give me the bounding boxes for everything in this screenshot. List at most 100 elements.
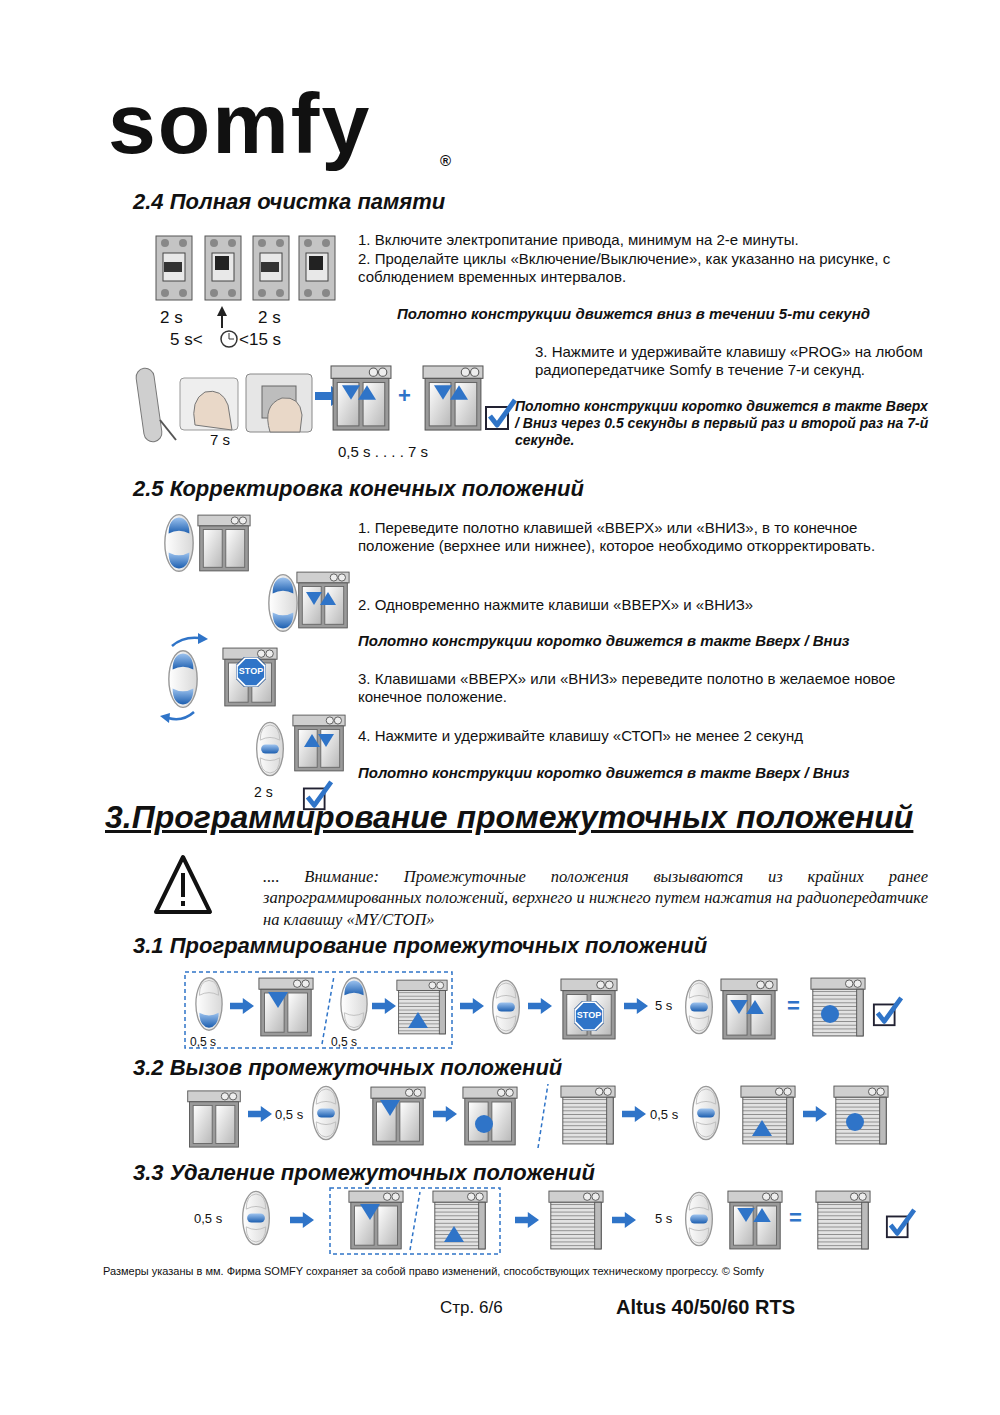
icon-brk xyxy=(253,236,289,300)
icon-rM xyxy=(313,1086,340,1139)
section-heading: 2.5 Корректировка конечных положений xyxy=(133,476,753,502)
warning-text: .... Внимание: Промежуточные положения в… xyxy=(263,866,928,930)
icon-shut xyxy=(834,1086,888,1144)
icon-shut xyxy=(397,980,447,1034)
logo-text: somfy xyxy=(108,80,468,166)
icon-shut xyxy=(816,1191,870,1249)
icon-stop xyxy=(236,657,266,687)
icon-win xyxy=(293,715,345,771)
equals-sign: = xyxy=(789,1205,809,1231)
equals-sign: = xyxy=(787,993,807,1019)
icon-win xyxy=(331,366,391,430)
icon-shut xyxy=(741,1086,795,1144)
drawing-rect xyxy=(135,367,163,443)
drawing-line xyxy=(160,420,176,440)
section-heading: 3.1 Программирование промежуточных полож… xyxy=(133,933,853,959)
icon-triD xyxy=(306,592,322,605)
icon-triU xyxy=(408,1012,428,1028)
icon-triD xyxy=(434,385,452,399)
step-text: 1. Переведите полотно клавишей «ВВЕРХ» и… xyxy=(358,519,928,555)
icon-arr xyxy=(612,1212,636,1228)
icon-win xyxy=(349,1191,403,1249)
time-label: 2 s xyxy=(160,308,200,328)
drawing-line xyxy=(229,339,234,340)
icon-win xyxy=(423,366,483,430)
icon-win xyxy=(371,1087,425,1145)
icon-arr xyxy=(803,1106,827,1122)
drawing-rect xyxy=(180,378,238,430)
drawing-path xyxy=(172,638,200,646)
icon-triD xyxy=(730,1000,748,1014)
drawing-rect xyxy=(309,256,323,270)
step-text: 1. Включите электропитание привода, мини… xyxy=(358,231,933,249)
stop-label: STOP xyxy=(236,666,266,677)
drawing-rect xyxy=(330,1188,500,1254)
icon-triD xyxy=(360,1204,380,1220)
time-label: <15 s xyxy=(239,330,299,350)
drawing-line xyxy=(322,976,334,1044)
time-label: 2 s xyxy=(258,308,298,328)
drawing-line xyxy=(229,333,230,339)
time-label: 0,5 s xyxy=(650,1107,690,1123)
icon-win xyxy=(297,572,349,628)
icon-rM xyxy=(243,1191,270,1244)
icon-arr xyxy=(248,1106,272,1122)
icon-triU xyxy=(358,385,376,399)
icon-shut xyxy=(811,978,865,1036)
icon-check xyxy=(887,1210,914,1237)
icon-check xyxy=(486,400,515,429)
drawing-path xyxy=(194,391,232,430)
icon-brk xyxy=(156,236,192,300)
icon-check xyxy=(874,998,901,1025)
step-text: 3. Клавишами «ВВЕРХ» или «ВНИЗ» переведи… xyxy=(358,670,923,706)
time-label: 2 s xyxy=(254,784,288,801)
icon-triU xyxy=(444,1226,464,1242)
trademark: ® xyxy=(440,152,462,170)
icon-rM xyxy=(257,722,284,775)
icon-brk xyxy=(299,236,335,300)
icon-win xyxy=(188,1091,241,1147)
time-label: 7 s xyxy=(210,431,250,449)
icon-triU xyxy=(320,592,336,605)
icon-win xyxy=(721,979,777,1039)
icon-arr xyxy=(290,1212,314,1228)
drawing-polygon xyxy=(217,306,227,316)
drawing-circle xyxy=(475,1115,493,1133)
icon-triD xyxy=(318,734,334,747)
icon-triD xyxy=(380,1100,400,1116)
drawing-circle xyxy=(821,1005,839,1023)
icon-rD xyxy=(196,978,222,1031)
time-label: 0,5 s xyxy=(194,1211,234,1227)
drawing-rect xyxy=(164,262,182,272)
icon-arr xyxy=(515,1212,539,1228)
drawing-circle xyxy=(846,1113,864,1131)
step-text: 2. Одновременно нажмите клавиши «ВВЕРХ» … xyxy=(358,596,923,614)
step-text: 3. Нажмите и удерживайте клавишу «PROG» … xyxy=(535,343,930,379)
time-label: 0,5 s . . . . 7 s xyxy=(338,443,488,461)
time-label: 0,5 s xyxy=(331,1035,371,1049)
drawing-polygon xyxy=(156,857,210,912)
drawing-rect xyxy=(246,374,312,432)
time-label: 0,5 s xyxy=(275,1107,315,1123)
icon-arr xyxy=(433,1106,457,1122)
drawing-polygon xyxy=(160,713,170,723)
icon-win xyxy=(463,1087,517,1145)
icon-arr xyxy=(460,998,484,1014)
icon-triU xyxy=(304,734,320,747)
icon-rM xyxy=(493,980,520,1033)
result-note: Полотно конструкции коротко движется в т… xyxy=(515,398,935,448)
drawing-line xyxy=(538,1084,548,1148)
icon-triD xyxy=(342,385,360,399)
stop-label: STOP xyxy=(574,1010,604,1021)
icon-triU xyxy=(752,1120,772,1136)
chapter-heading: 3.Программирование промежуточных положен… xyxy=(105,798,985,836)
icon-shut xyxy=(433,1191,487,1249)
icon-triU xyxy=(753,1208,771,1222)
icon-arr xyxy=(528,998,552,1014)
icon-rU xyxy=(341,978,367,1031)
footer-note: Размеры указаны в мм. Фирма SOMFY сохран… xyxy=(103,1265,933,1278)
time-label: 5 s xyxy=(655,998,685,1014)
time-label: 0,5 s xyxy=(190,1035,230,1049)
plus-sign: + xyxy=(398,383,418,409)
section-heading: 3.3 Удаление промежуточных положений xyxy=(133,1160,853,1186)
